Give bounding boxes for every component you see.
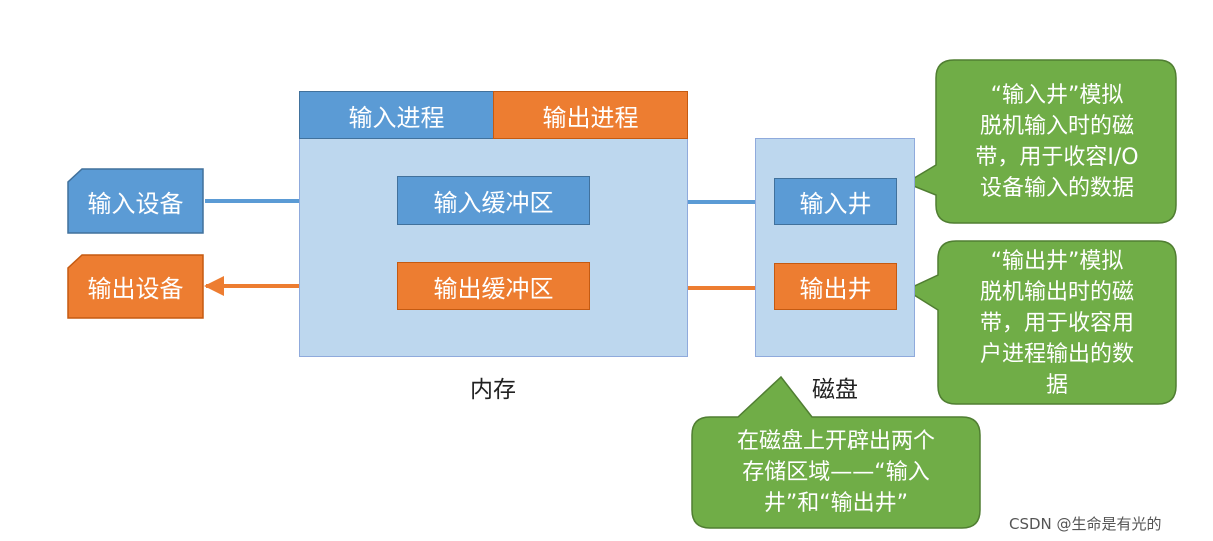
- input-process-box: 输入进程: [299, 91, 494, 139]
- callout-output-well-text: “输出井”模拟 脱机输出时的磁 带，用于收容用 户进程输出的数 据: [979, 249, 1134, 398]
- input-device-label: 输入设备: [87, 189, 184, 218]
- disk-caption: 磁盘: [812, 377, 858, 403]
- output-buffer-label: 输出缓冲区: [433, 274, 554, 303]
- output-buffer-box: 输出缓冲区: [397, 262, 590, 310]
- memory-panel: [299, 138, 688, 357]
- output-device-label: 输出设备: [87, 275, 184, 303]
- callout-disk-text: 在磁盘上开辟出两个 存储区域——“输入 井”和“输出井”: [736, 429, 935, 516]
- input-well-box: 输入井: [774, 178, 897, 225]
- callout-input-well-text: “输入井”模拟 脱机输入时的磁 带，用于收容I/O 设备输入的数据: [975, 83, 1139, 201]
- disk-panel: [755, 138, 915, 357]
- input-buffer-label: 输入缓冲区: [433, 189, 554, 217]
- output-well-box: 输出井: [774, 263, 897, 310]
- input-buffer-box: 输入缓冲区: [397, 176, 590, 225]
- callout-input-well-shape: [904, 59, 1177, 224]
- input-well-label: 输入井: [799, 190, 872, 218]
- input-device-shape: [67, 168, 204, 234]
- output-device-shape: [67, 254, 204, 319]
- input-process-label: 输入进程: [348, 103, 445, 132]
- watermark: CSDN @生命是有光的: [1009, 515, 1162, 533]
- callout-disk-shape: [691, 375, 981, 529]
- memory-caption: 内存: [470, 377, 516, 403]
- callout-output-well-shape: [904, 240, 1177, 405]
- output-process-label: 输出进程: [542, 103, 639, 132]
- output-well-label: 输出井: [799, 275, 872, 303]
- output-process-box: 输出进程: [493, 91, 688, 139]
